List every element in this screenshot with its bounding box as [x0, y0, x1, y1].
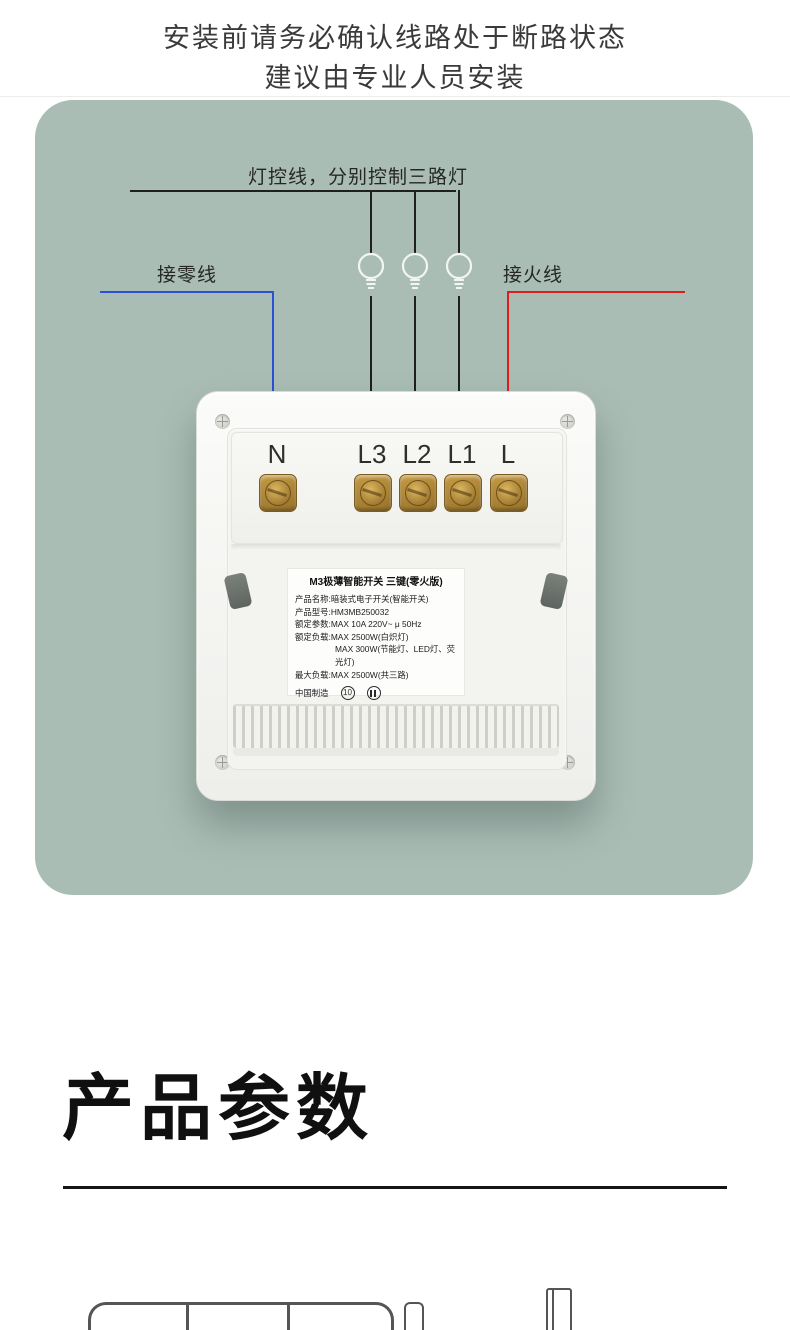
- live-wire-horizontal: [507, 291, 685, 293]
- terminal-screw-l2: [399, 474, 437, 512]
- switch-front-outline: [88, 1302, 394, 1330]
- product-label-row: 产品名称:暗装式电子开关(智能开关): [295, 594, 429, 604]
- product-label-row: 产品型号:HM3MB250032: [295, 606, 390, 617]
- light-control-drop-line: [370, 190, 372, 254]
- control-wire: [458, 296, 460, 441]
- light-control-annotation-line: [130, 190, 456, 192]
- light-bulb-icon: [444, 252, 474, 301]
- switch-side-profile-outline: [546, 1288, 572, 1330]
- heat-sink-fins: [233, 704, 559, 748]
- product-label-row: 额定参数:MAX 10A 220V~ μ 50Hz: [295, 619, 422, 630]
- pollution-control-icon: 10: [340, 686, 355, 701]
- section-heading-rule: [63, 1186, 727, 1189]
- terminal-label-l3: L3: [357, 439, 387, 469]
- certification-mark-icon: [366, 686, 381, 701]
- terminal-label-l: L: [500, 439, 516, 469]
- light-control-drop-line: [458, 190, 460, 254]
- switch-key-divider: [186, 1305, 189, 1330]
- smart-switch-back-view: N L3 L2 L1 L M3极薄智能开关 三键(零火版) 产品名称:暗装式电子…: [196, 391, 596, 801]
- terminal-screw-n: [259, 474, 297, 512]
- live-wire-label: 接火线: [503, 265, 564, 286]
- screw-icon: [215, 414, 230, 429]
- switch-key-divider: [287, 1305, 290, 1330]
- made-in-label: 中国制造: [295, 687, 329, 698]
- wiring-diagram-panel: 灯控线，分别控制三路灯 接零线 接火线: [35, 100, 753, 895]
- light-bulb-icon: [356, 252, 386, 301]
- control-wire: [414, 296, 416, 441]
- terminal-label-l1: L1: [447, 439, 477, 469]
- terminal-label-n: N: [267, 439, 287, 469]
- switch-thin-profile-outline: [404, 1302, 424, 1330]
- neutral-wire-horizontal: [100, 291, 274, 293]
- header-divider: [0, 96, 790, 97]
- live-wire-vertical: [507, 291, 509, 441]
- product-label-row: 额定负载:MAX 2500W(白炽灯): [295, 631, 409, 642]
- screw-icon: [215, 755, 230, 770]
- light-control-drop-line: [414, 190, 416, 254]
- plate-groove: [231, 544, 561, 550]
- light-bulb-icon: [400, 252, 430, 301]
- product-label-row: MAX 300W(节能灯、LED灯、荧光灯): [335, 644, 456, 668]
- neutral-wire-vertical: [272, 291, 274, 441]
- install-warning-line1: 安装前请务必确认线路处于断路状态: [163, 23, 627, 53]
- install-warning-line2: 建议由专业人员安装: [264, 63, 526, 93]
- light-control-label: 灯控线，分别控制三路灯: [247, 167, 468, 188]
- neutral-wire-label: 接零线: [157, 265, 218, 286]
- terminal-screw-l1: [444, 474, 482, 512]
- product-label-row: 最大负载:MAX 2500W(共三路): [295, 669, 409, 680]
- product-label-title: M3极薄智能开关 三键(零火版): [309, 577, 443, 588]
- heat-sink-base: [233, 748, 559, 756]
- section-heading: 产品参数: [62, 1069, 375, 1149]
- product-label-sticker: M3极薄智能开关 三键(零火版) 产品名称:暗装式电子开关(智能开关) 产品型号…: [287, 568, 465, 701]
- terminal-screw-l3: [354, 474, 392, 512]
- terminal-label-l2: L2: [402, 439, 432, 469]
- control-wire: [370, 296, 372, 441]
- terminal-screw-l: [490, 474, 528, 512]
- screw-icon: [560, 414, 575, 429]
